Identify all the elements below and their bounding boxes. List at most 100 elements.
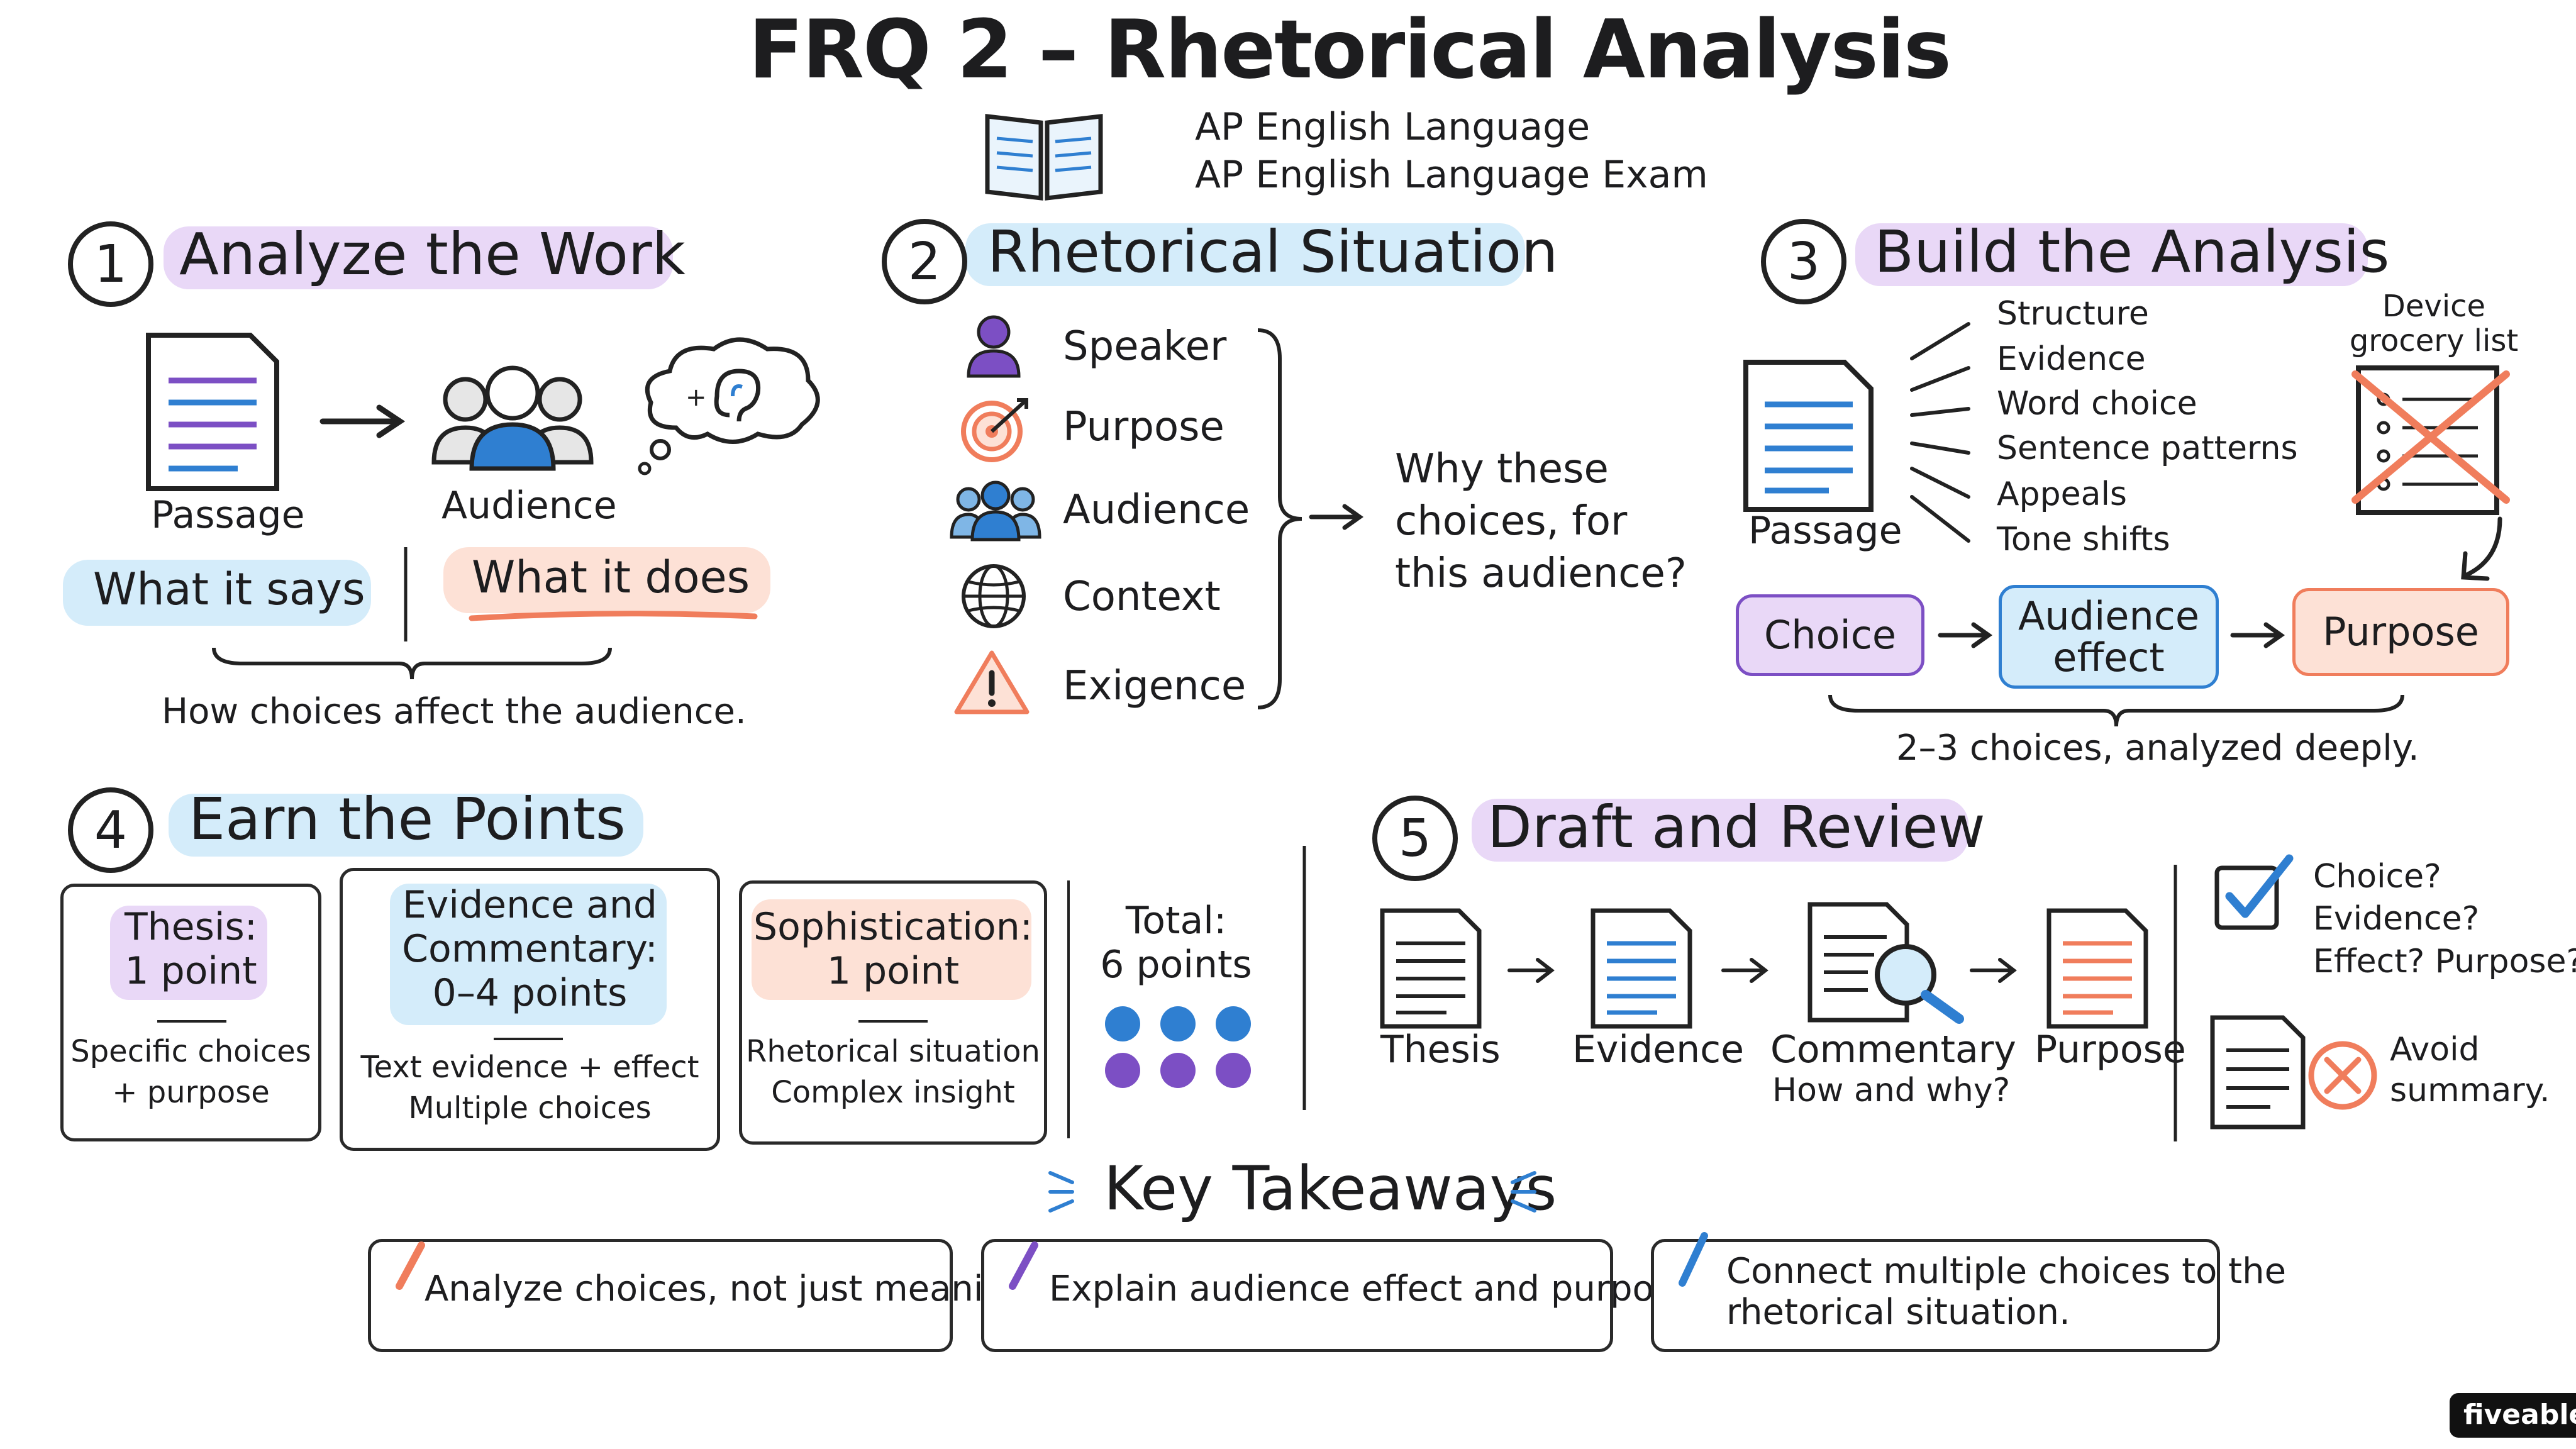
thesis-title-line-2: 1 point — [125, 949, 257, 993]
takeaway-1-text: Analyze choices, not just meaning — [425, 1269, 1028, 1309]
device-label-line-1: Device — [2382, 289, 2486, 324]
svg-text:+: + — [686, 383, 707, 412]
thesis-desc-line-2: + purpose — [112, 1075, 270, 1110]
section4-number: 4 — [68, 787, 153, 873]
takeaway-3-line-2: rhetorical situation. — [1726, 1292, 2070, 1333]
review-check-line-1: Choice? — [2313, 858, 2441, 896]
passage-document-icon — [1743, 360, 1874, 512]
sparkle-right-icon — [1511, 1171, 1536, 1213]
section3-number: 3 — [1761, 219, 1846, 304]
flow-choice: Choice — [1736, 594, 1924, 676]
review-check-line-3: Effect? Purpose? — [2313, 943, 2576, 980]
sophistication-title-line-2: 1 point — [826, 949, 960, 993]
section3-heading-highlight — [1855, 223, 2368, 286]
evidence-document-icon — [1591, 908, 1692, 1029]
situation-speaker: Speaker — [1063, 323, 1227, 370]
brace-bottom — [1828, 694, 2404, 727]
draft-step-commentary: Commentary — [1770, 1028, 2016, 1072]
section1-caption: How choices affect the audience. — [162, 691, 747, 732]
what-it-does-label: What it does — [472, 552, 750, 603]
section4-heading: Earn the Points — [189, 786, 626, 853]
points-dots — [1105, 1006, 1251, 1088]
section1-number: 1 — [68, 221, 153, 307]
takeaway-card-1 — [368, 1239, 953, 1352]
warning-icon — [954, 650, 1030, 714]
section1-audience-label: Audience — [441, 484, 617, 528]
takeaway-card-2 — [981, 1239, 1613, 1352]
avoid-line-2: summary. — [2390, 1072, 2550, 1109]
analysis-list-word-choice: Word choice — [1997, 385, 2197, 423]
thesis-highlight — [110, 906, 267, 1000]
purpose-document-icon — [2046, 908, 2148, 1029]
summary-document-icon — [2210, 1015, 2306, 1130]
sophistication-desc-line-1: Rhetorical situation — [746, 1034, 1040, 1069]
thesis-title-line-1: Thesis: — [125, 905, 257, 949]
thesis-desc-line-1: Specific choices — [70, 1034, 311, 1069]
divider-line — [858, 1020, 928, 1023]
situation-exigence: Exigence — [1063, 663, 1246, 709]
situation-audience: Audience — [1063, 487, 1250, 533]
takeaway-3-line-1: Connect multiple choices to the — [1726, 1251, 2287, 1292]
speaker-icon — [967, 315, 1021, 378]
section2-heading-highlight — [965, 223, 1525, 286]
analysis-list-evidence: Evidence — [1997, 340, 2146, 378]
commentary-magnifier-icon — [1807, 902, 1964, 1024]
radiating-lines — [1910, 322, 1970, 543]
section1-heading: Analyze the Work — [179, 221, 686, 288]
audience-group-icon — [431, 365, 594, 471]
what-it-does-highlight — [443, 547, 770, 613]
situation-context: Context — [1063, 574, 1221, 620]
evidence-desc-line-1: Text evidence + effect — [360, 1050, 699, 1085]
what-it-says-highlight — [63, 560, 371, 626]
takeaway-2-text: Explain audience effect and purpose — [1049, 1269, 1694, 1309]
sophistication-highlight — [752, 899, 1031, 1000]
divider-line — [1067, 880, 1070, 1138]
total-label-line-1: Total: — [1125, 899, 1227, 943]
situation-question-line-3: this audience? — [1395, 550, 1687, 597]
brace-bottom — [212, 647, 612, 680]
analysis-list-appeals: Appeals — [1997, 475, 2127, 513]
situation-question-line-2: choices, for — [1395, 498, 1628, 545]
arrow-right-icon — [1970, 958, 2017, 983]
section1-passage-label: Passage — [151, 493, 305, 537]
draft-step-thesis: Thesis — [1380, 1028, 1501, 1072]
open-book-icon — [985, 114, 1103, 201]
brace-right — [1257, 328, 1302, 709]
section5-number: 5 — [1372, 796, 1458, 881]
section5-heading-highlight — [1472, 799, 1968, 862]
device-label-line-2: grocery list — [2349, 323, 2519, 358]
total-label-line-2: 6 points — [1100, 943, 1252, 987]
evidence-highlight — [390, 884, 667, 1025]
situation-purpose: Purpose — [1063, 404, 1224, 450]
situation-question-line-1: Why these — [1395, 446, 1609, 492]
section5-heading: Draft and Review — [1487, 794, 1985, 861]
section3-passage-label: Passage — [1748, 509, 1902, 553]
thesis-document-icon — [1380, 908, 1482, 1029]
analysis-list-structure: Structure — [1997, 295, 2149, 333]
arrow-right-icon — [1721, 958, 1768, 983]
arrow-right-icon — [319, 404, 406, 438]
section-divider — [1302, 846, 1306, 1110]
curved-arrow-down-icon — [2461, 516, 2502, 581]
divider-line — [494, 1038, 563, 1040]
flow-purpose: Purpose — [2292, 588, 2509, 676]
analysis-list-tone-shifts: Tone shifts — [1997, 521, 2170, 558]
section3-heading: Build the Analysis — [1874, 218, 2390, 286]
brand-logo: fiveable — [2450, 1393, 2576, 1438]
sparkle-left-icon — [1048, 1171, 1074, 1213]
section2-number: 2 — [882, 219, 967, 304]
review-check-line-2: Evidence? — [2313, 900, 2480, 938]
evidence-title-line-3: 0–4 points — [432, 971, 628, 1015]
what-it-says-label: What it says — [93, 564, 365, 615]
thought-bubble-ear-icon: + — [638, 337, 820, 475]
divider-line — [404, 547, 408, 641]
sophistication-title-line-1: Sophistication: — [753, 905, 1033, 949]
prohibited-icon — [2308, 1041, 2377, 1110]
flow-audience-effect: Audience effect — [1999, 585, 2219, 689]
evidence-desc-line-2: Multiple choices — [408, 1091, 652, 1126]
page-title: FRQ 2 – Rhetorical Analysis — [748, 3, 1951, 97]
checkbox-checked-icon — [2214, 854, 2294, 930]
takeaway-card-3 — [1651, 1239, 2220, 1352]
draft-step-purpose: Purpose — [2035, 1028, 2186, 1072]
